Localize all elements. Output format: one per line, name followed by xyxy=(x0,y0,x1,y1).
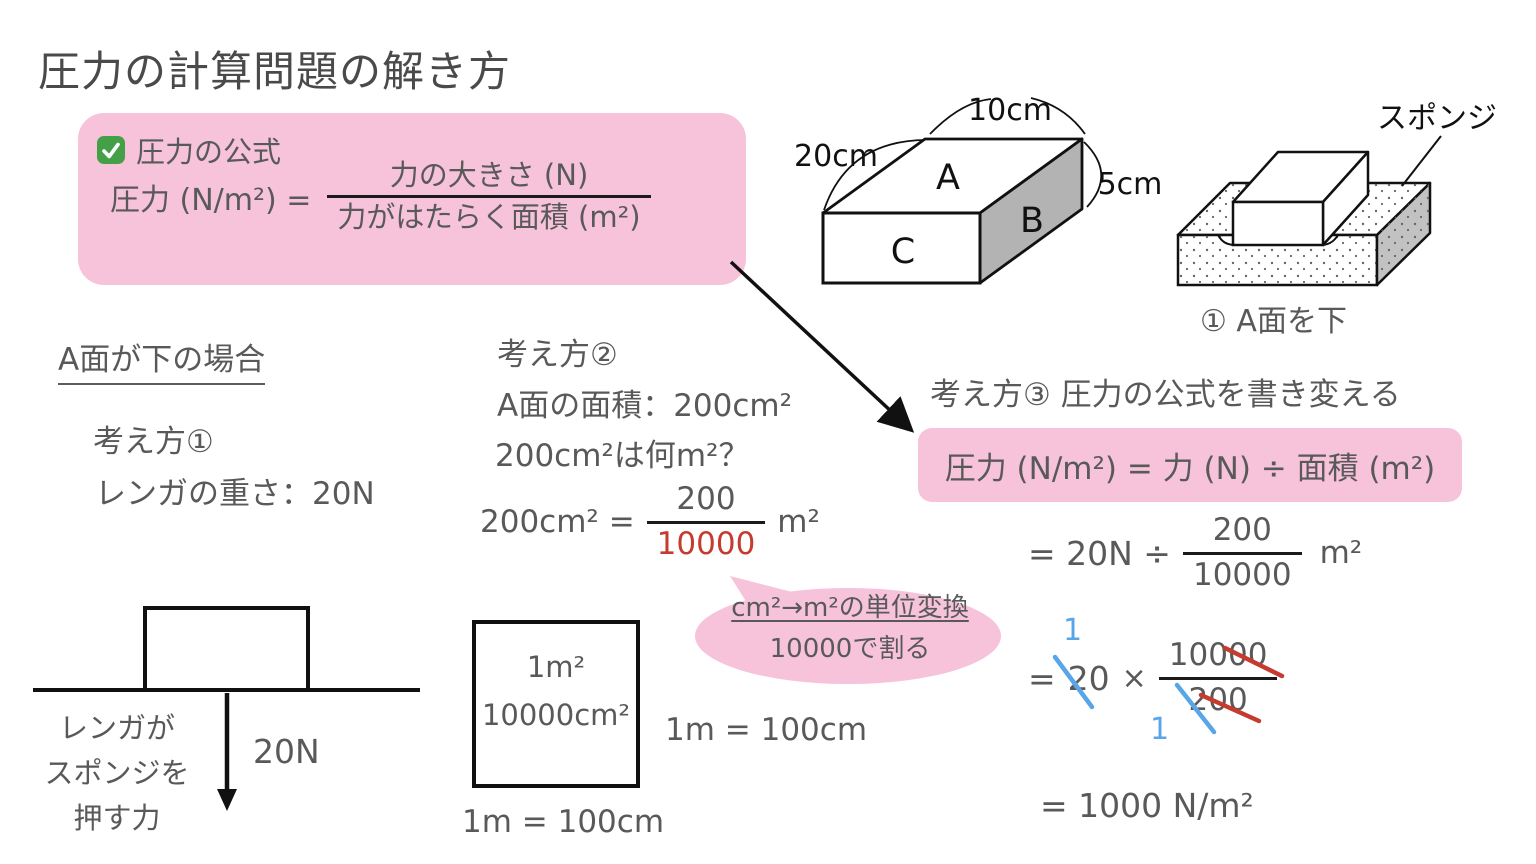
calc-line2: = 20 × 10000 200 xyxy=(1028,637,1278,718)
sponge-diagram: スポンジ xyxy=(1176,101,1497,287)
brick-on-sponge-diagram: 20N xyxy=(33,606,420,811)
conversion-lhs: 200cm² = xyxy=(480,504,635,541)
step1-weight: レンガの重さ：20N xyxy=(95,476,375,512)
sponge-caption: ① A面を下 xyxy=(1200,304,1347,339)
bubble-line2: 10000で割る xyxy=(769,634,931,664)
formula-lhs: 圧力 (N/m²) = xyxy=(110,182,312,218)
pressure-formula-box: 圧力の公式 圧力 (N/m²) = 力の大きさ (N) 力がはたらく面積 (m²… xyxy=(78,113,746,285)
calc2-denominator: 200 xyxy=(1188,681,1248,718)
unit-note-bottom: 1m = 100cm xyxy=(462,804,665,840)
step2-question: 200cm²は何m²？ xyxy=(495,438,750,474)
conversion-denominator: 10000 xyxy=(656,525,756,562)
calc1-unit: m² xyxy=(1319,535,1363,572)
step2-title: 考え方② xyxy=(497,337,618,373)
calc2-factor: 20 xyxy=(1067,658,1110,698)
case-heading: A面が下の場合 xyxy=(58,334,266,385)
check-icon xyxy=(97,136,125,164)
pressure-formula: 圧力 (N/m²) = 力の大きさ (N) 力がはたらく面積 (m²) xyxy=(110,158,651,235)
face-c-label: C xyxy=(891,232,915,272)
unit-square: 1m² 10000cm² xyxy=(472,620,640,788)
dim-20cm-label: 20cm xyxy=(794,139,878,174)
conversion-numerator: 200 xyxy=(676,481,736,517)
flow-arrow xyxy=(729,260,915,433)
sponge-label: スポンジ xyxy=(1377,101,1497,136)
step2-area: A面の面積：200cm² xyxy=(497,388,793,424)
calc-line1: = 20N ÷ 200 10000 m² xyxy=(1028,512,1363,593)
conversion-unit: m² xyxy=(777,504,820,541)
fraction-bar xyxy=(327,195,651,199)
step3-formula: 圧力 (N/m²) = 力 (N) ÷ 面積 (m²) xyxy=(944,450,1436,487)
dim-10cm-label: 10cm xyxy=(968,93,1052,128)
calc2-numerator: 10000 xyxy=(1168,637,1268,673)
conversion-equation: 200cm² = 200 10000 m² xyxy=(480,481,820,562)
conversion-bubble xyxy=(695,576,1001,684)
formula-denominator: 力がはたらく面積 (m²) xyxy=(337,200,641,235)
calc1-lhs: = 20N ÷ xyxy=(1028,533,1171,573)
step1-title: 考え方① xyxy=(93,424,214,460)
push-force-label: レンガが スポンジを 押す力 xyxy=(44,711,190,835)
formula-heading: 圧力の公式 xyxy=(136,135,282,169)
step3-formula-box: 圧力 (N/m²) = 力 (N) ÷ 面積 (m²) xyxy=(918,428,1462,502)
brick-3d-diagram: A B C 10cm 20cm 5cm xyxy=(794,93,1163,285)
face-a-label: A xyxy=(936,158,960,198)
unit-square-cm2: 10000cm² xyxy=(481,698,631,732)
unit-note-right: 1m = 100cm xyxy=(665,712,868,748)
cancel-one-top: 1 xyxy=(1063,613,1083,648)
bubble-line1: cm²→m²の単位変換 xyxy=(731,593,969,623)
force-value-label: 20N xyxy=(253,732,320,771)
formula-numerator: 力の大きさ (N) xyxy=(389,158,589,192)
face-b-label: B xyxy=(1020,201,1044,241)
cancel-one-bottom: 1 xyxy=(1150,712,1170,747)
page-title: 圧力の計算問題の解き方 xyxy=(38,47,512,96)
step3-title: 考え方③ 圧力の公式を書き変える xyxy=(930,377,1401,413)
unit-square-m2: 1m² xyxy=(526,650,586,684)
dim-5cm-label: 5cm xyxy=(1098,167,1163,202)
result-line: = 1000 N/m² xyxy=(1040,786,1254,825)
